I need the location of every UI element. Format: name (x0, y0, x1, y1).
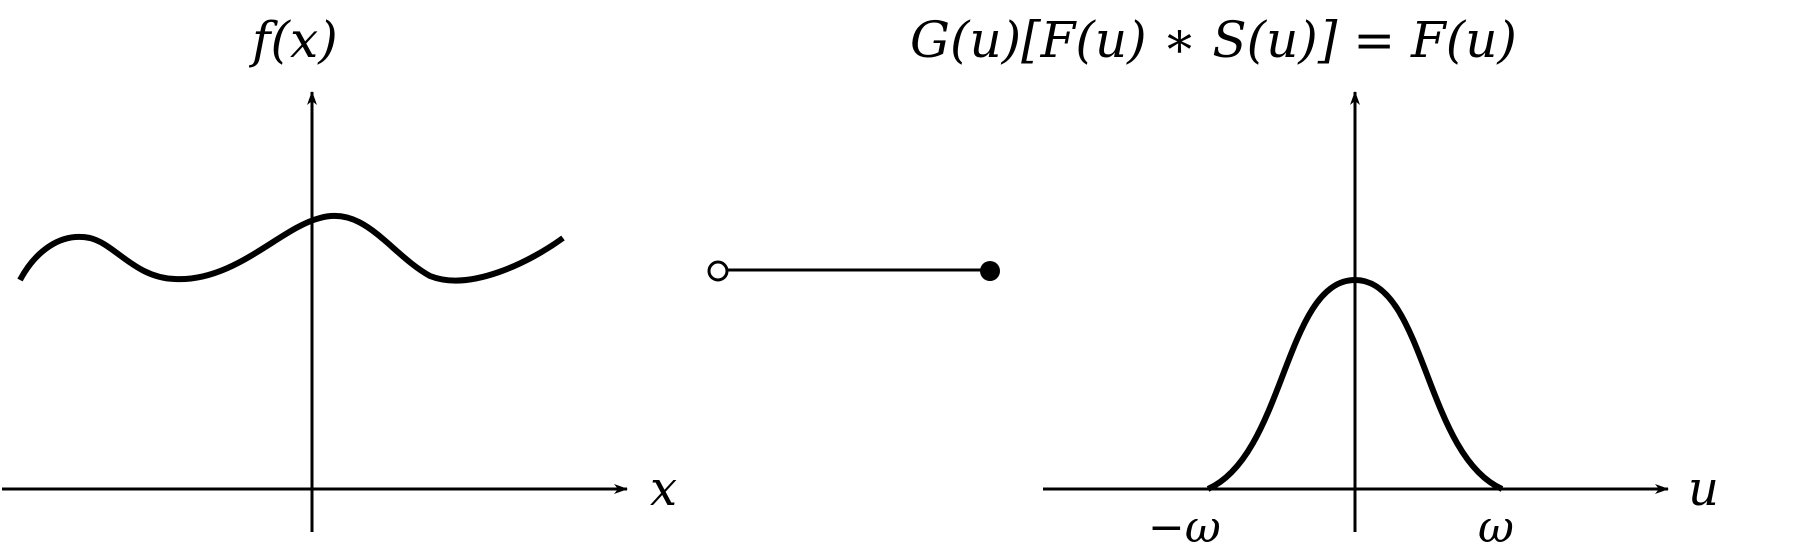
left-x-axis-label: x (650, 461, 677, 517)
connector-filled-circle (980, 261, 1000, 281)
gaussian-curve (1206, 276, 1504, 492)
right-plot-title: G(u)[F(u) ∗ S(u)] = F(u) (910, 11, 1517, 69)
connector-open-circle (707, 260, 729, 282)
right-x-axis-label: u (1688, 461, 1719, 517)
tick-label-neg-omega: −ω (1148, 502, 1221, 547)
left-plot-title: f(x) (248, 11, 338, 69)
right-plot: G(u)[F(u) ∗ S(u)] = F(u) u −ω ω (910, 11, 1719, 547)
connector (707, 260, 1000, 282)
tick-label-omega: ω (1478, 502, 1514, 547)
signal-curve (17, 213, 565, 284)
left-plot: f(x) x (2, 11, 677, 532)
